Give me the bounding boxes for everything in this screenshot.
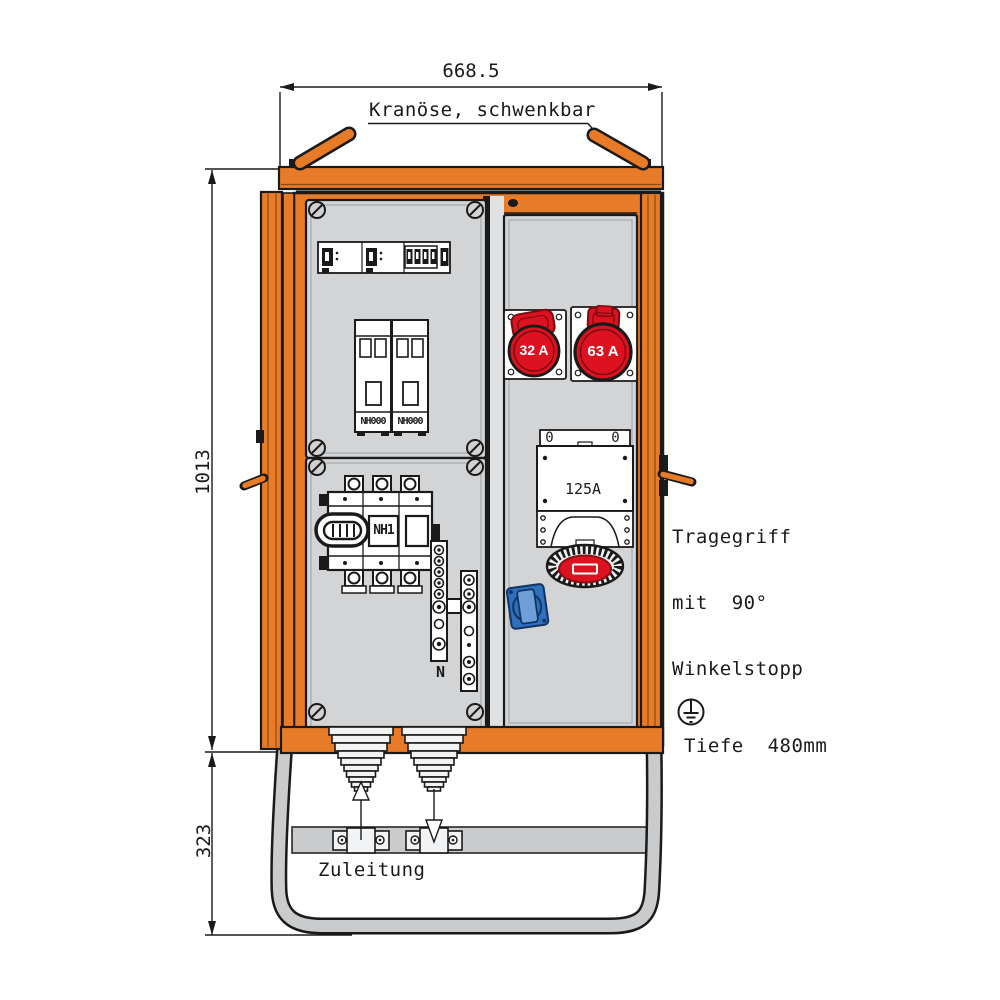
- left-door: [239, 190, 295, 751]
- cable-flow-arrows: [351, 780, 443, 845]
- right-door-handle: [657, 469, 697, 487]
- switch-position-right: 0: [611, 430, 620, 446]
- cable-gland: [328, 726, 394, 792]
- fuse-strip-1-label: NH000: [360, 416, 386, 427]
- left-door-handle: [239, 473, 269, 491]
- socket-32a-label: 32 A: [519, 342, 549, 358]
- left-lower-panel: [304, 456, 488, 738]
- right-door: [639, 191, 697, 751]
- panel-screws: [308, 201, 484, 457]
- crane-eyes: [289, 126, 651, 171]
- switch-position-left: 0: [545, 430, 554, 446]
- carry-handle-line3: Winkelstopp: [672, 658, 804, 680]
- earth-symbol: [677, 698, 705, 726]
- nh1-label: NH1: [373, 523, 394, 538]
- carry-handle-line1: Tragegriff: [672, 526, 792, 548]
- cable-gland: [401, 726, 467, 792]
- dimension-stand-label: 323: [193, 823, 215, 859]
- cee-socket-63a: [570, 304, 638, 382]
- right-panel: [502, 213, 639, 730]
- schuko-socket-blue: [505, 583, 550, 630]
- dimension-arrowheads: [208, 83, 662, 935]
- nh1-fuse-switch: [314, 475, 440, 594]
- panel-screws: [308, 458, 484, 721]
- supply-cable-label: Zuleitung: [318, 859, 426, 881]
- depth-label: Tiefe 480mm: [684, 735, 828, 757]
- cable-clamp: [332, 827, 390, 854]
- carry-handle-line2: mit 90°: [672, 592, 768, 614]
- left-upper-panel: [304, 198, 488, 460]
- neutral-label: N: [435, 663, 446, 681]
- fuse-strip-2-label: NH000: [397, 416, 423, 427]
- terminal-bars: [430, 540, 478, 692]
- carry-handle-annotation: Tragegriff mit 90° Winkelstopp: [672, 482, 803, 724]
- cable-glands: [328, 726, 467, 792]
- nh1-window: [367, 514, 400, 548]
- stand-tube: [270, 741, 663, 935]
- socket-63a-label: 63 A: [587, 343, 619, 360]
- roof: [277, 165, 665, 191]
- din-breaker-row: [317, 241, 451, 274]
- switch-socket-125a-label: 125A: [564, 480, 602, 498]
- switch-socket-125a: [536, 429, 634, 589]
- dimension-height-label: 1013: [192, 449, 214, 495]
- dimension-lines: [205, 86, 663, 936]
- nh000-fuse-strips: [354, 319, 429, 436]
- crane-eye-annotation: Kranöse, schwenkbar: [369, 99, 596, 121]
- dimension-width-label: 668.5: [442, 60, 500, 82]
- cee-socket-32a: [503, 308, 567, 380]
